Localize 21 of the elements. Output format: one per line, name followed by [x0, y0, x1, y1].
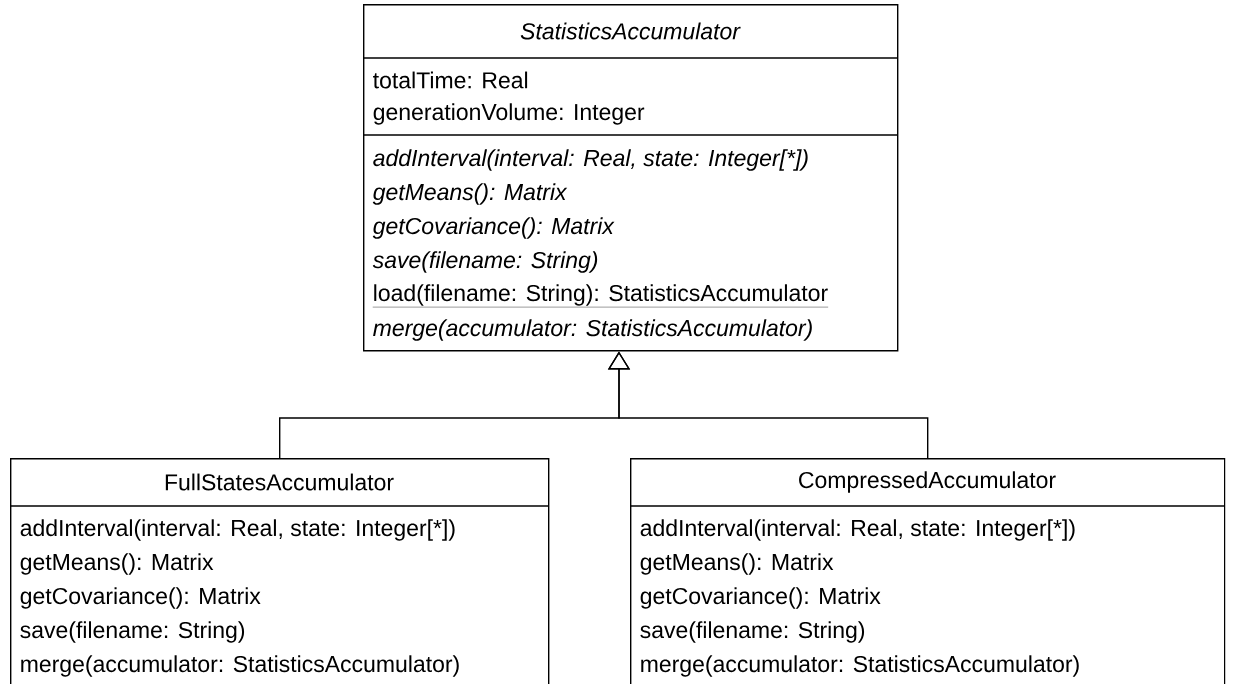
class-name: FullStatesAccumulator [165, 473, 394, 491]
class-name: CompressedAccumulator [799, 471, 1056, 493]
operation-text: save(filename: String) [640, 621, 865, 643]
operation-text: addInterval(interval: Real, state: Integer[*]) [640, 519, 1075, 541]
operation-text: getMeans(): Matrix [372, 183, 568, 205]
operation-text: save(filename: String) [20, 621, 245, 643]
attribute-text: totalTime: Real [373, 71, 528, 89]
operation-text: save(filename: String) [372, 251, 598, 273]
operation-text: getMeans(): Matrix [640, 553, 834, 575]
operation-text: merge(accumulator: StatisticsAccumulator) [373, 319, 812, 341]
attribute-text: generationVolume: Integer [373, 103, 645, 125]
operation-text: merge(accumulator: StatisticsAccumulator) [21, 655, 459, 677]
operation-text: merge(accumulator: StatisticsAccumulator) [641, 655, 1079, 677]
operation-text: getCovariance(): Matrix [372, 217, 615, 239]
class-name: StatisticsAccumulator [520, 22, 741, 40]
operation-text: getCovariance(): Matrix [20, 587, 261, 609]
operation-text: getCovariance(): Matrix [640, 587, 881, 609]
operation-text: load(filename: String): StatisticsAccumulator [372, 284, 829, 308]
operation-text: addInterval(interval: Real, state: Integer[*]) [373, 149, 808, 171]
operation-text: addInterval(interval: Real, state: Integer[*]) [20, 519, 455, 541]
operation-text: getMeans(): Matrix [20, 553, 214, 575]
